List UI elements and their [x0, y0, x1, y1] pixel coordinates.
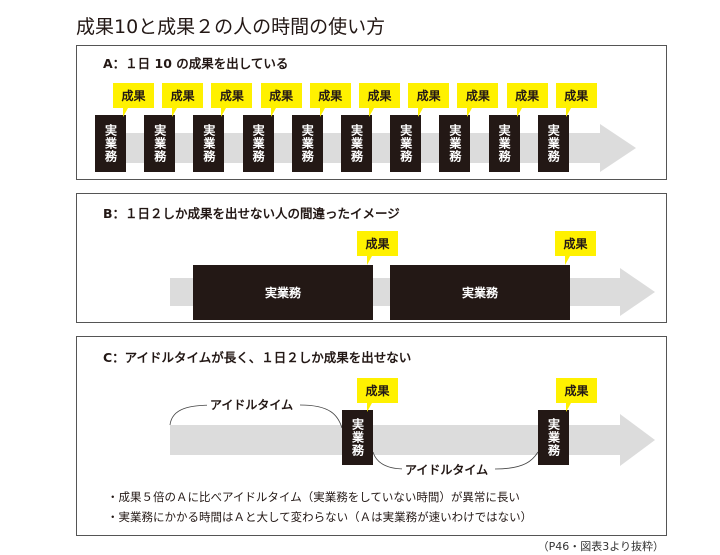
work-block: 実業務	[341, 115, 372, 172]
work-block: 実業務	[390, 115, 422, 172]
source-caption: （P46・図表3より抜粋）	[537, 540, 664, 553]
result-callout: 成果	[555, 231, 596, 265]
panel-c-heading: C：アイドルタイムが長く、１日２しか成果を出せない	[103, 350, 412, 365]
result-callout: 成果	[260, 83, 302, 117]
work-block: 実業務	[291, 115, 323, 172]
result-callout: 成果	[113, 83, 154, 117]
work-block: 実業務	[193, 115, 225, 172]
idle-time-label: アイドルタイム	[402, 461, 492, 478]
result-callout: 成果	[408, 83, 450, 117]
page-title: 成果10と成果２の人の時間の使い方	[76, 16, 386, 38]
idle-bracket-2	[372, 451, 539, 470]
result-callout: 成果	[357, 378, 398, 412]
work-block: 実業務	[390, 265, 570, 320]
note: ・成果５倍のＡに比べアイドルタイム（実業務をしていない時間）が異常に長い	[107, 490, 520, 504]
work-block: 実業務	[242, 115, 274, 172]
result-callout: 成果	[457, 83, 499, 117]
work-block: 実業務	[342, 410, 373, 465]
result-callout: 成果	[555, 83, 597, 117]
panel-a-heading: A：１日 10 の成果を出している	[103, 56, 289, 71]
result-callout: 成果	[556, 378, 597, 412]
work-block: 実業務	[439, 115, 471, 172]
result-callout: 成果	[359, 83, 400, 117]
note: ・実業務にかかる時間はＡと大して変わらない（Ａは実業務が速いわけではない）	[107, 510, 533, 524]
result-callout: 成果	[211, 83, 253, 117]
result-callout: 成果	[162, 83, 204, 117]
result-callout: 成果	[506, 83, 548, 117]
work-block: 実業務	[538, 410, 569, 465]
work-block: 実業務	[488, 115, 520, 172]
work-block: 実業務	[144, 115, 176, 172]
panel-b-heading: B：１日２しか成果を出せない人の間違ったイメージ	[103, 206, 400, 221]
result-callout: 成果	[309, 83, 351, 117]
work-block: 実業務	[193, 265, 373, 320]
work-block: 実業務	[95, 115, 126, 172]
result-callout: 成果	[357, 231, 398, 265]
idle-time-label: アイドルタイム	[207, 396, 297, 413]
work-block: 実業務	[537, 115, 569, 172]
